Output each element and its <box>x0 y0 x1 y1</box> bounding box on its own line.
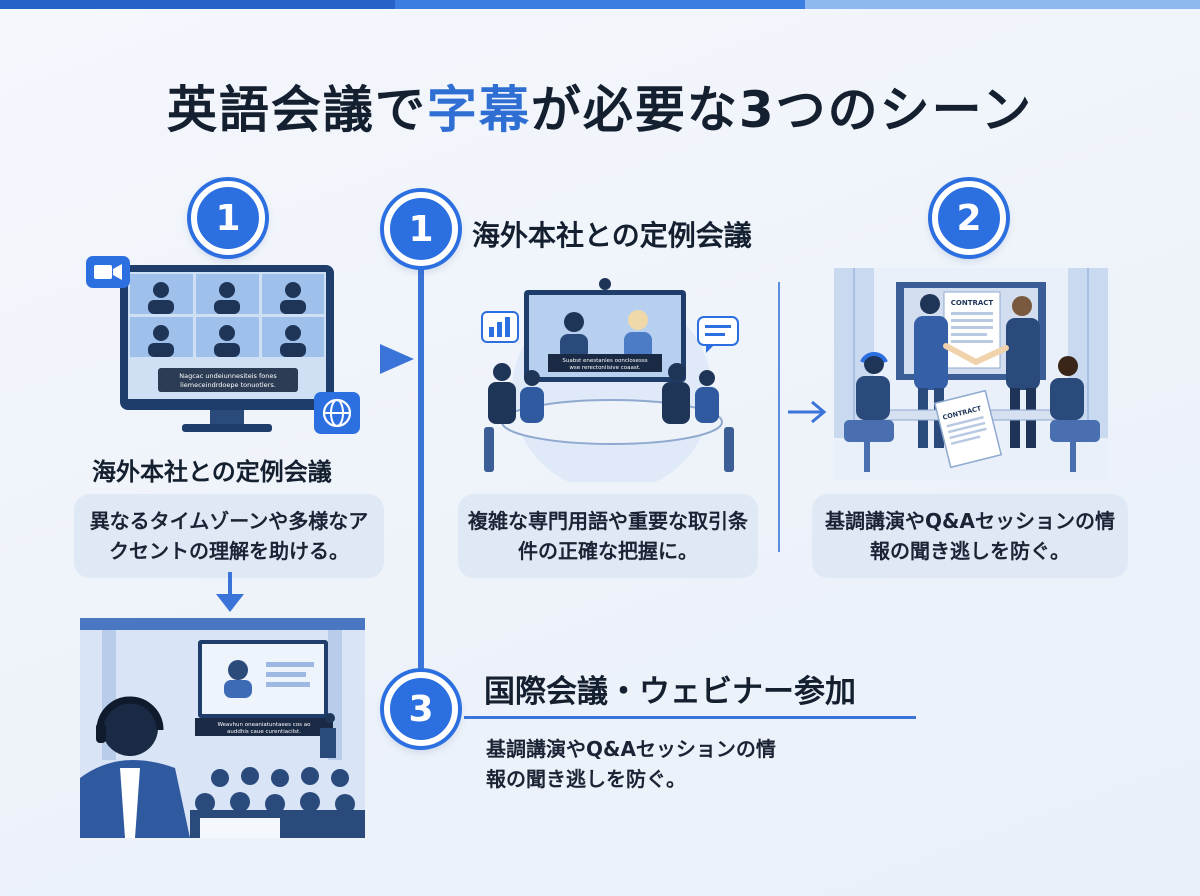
scene-1-description: 異なるタイムゾーンや多様なアクセントの理解を助ける。 <box>74 494 384 578</box>
title-part-1: 英語会議で <box>166 81 427 139</box>
scene-2-number: 1 <box>408 208 434 250</box>
video-camera-icon <box>86 256 130 288</box>
scene-3-number-badge: 2 <box>932 181 1006 255</box>
title-highlight: 字幕 <box>426 81 531 139</box>
scene-3-description: 基調講演やQ&Aセッションの情報の聞き逃しを防ぐ。 <box>812 494 1128 578</box>
scene-4-number: 3 <box>408 688 434 730</box>
scene-4-description: 基調講演やQ&Aセッションの情報の聞き逃しを防ぐ。 <box>486 737 776 791</box>
contract-icon: CONTRACT <box>933 389 1003 469</box>
down-arrow-icon <box>216 572 244 612</box>
top-accent-bar <box>0 0 1200 9</box>
accent-bar-segment-3 <box>805 0 1200 9</box>
bar-chart-icon <box>481 311 519 343</box>
contract-signing-illustration: CONTRACT CONTRACT <box>834 268 1108 480</box>
svg-text:auddhis caue curentiacilst.: auddhis caue curentiacilst. <box>227 729 301 735</box>
scene-4-label: 国際会議・ウェビナー参加 <box>484 674 856 710</box>
chat-bubble-icon <box>697 316 739 353</box>
scene-2-number-badge: 1 <box>384 192 458 266</box>
scene-1-number-badge: 1 <box>191 181 265 255</box>
scene-2-caption-text: Suabst enestanies oonclosesss <box>562 358 647 364</box>
right-arrow-icon <box>788 400 827 424</box>
scene-1-caption-text: Nagcac undeiunnesiteis fones <box>179 372 277 380</box>
right-pointer-arrow-icon <box>380 344 414 374</box>
scene-2-label: 海外本社との定例会議 <box>472 219 752 252</box>
scene-1-label: 海外本社との定例会議 <box>92 458 332 486</box>
scene-4-underline <box>464 716 916 719</box>
timeline-vertical-line <box>418 262 424 670</box>
column-separator-line <box>778 282 780 552</box>
scene-3-caption-text: Weavhun oneaniatuntaees cos ao <box>217 722 311 728</box>
contract-board-title: CONTRACT <box>951 299 994 307</box>
meeting-room-illustration: Suabst enestanies oonclosesss wse rerect… <box>481 278 739 482</box>
title-part-2: が必要な3つのシーン <box>530 81 1034 139</box>
video-call-monitor-illustration: Nagcac undeiunnesiteis fones liemeceindr… <box>86 256 360 434</box>
scene-1-number: 1 <box>215 197 241 239</box>
scene-3-number: 2 <box>956 197 982 239</box>
conference-audience-illustration: Weavhun oneaniatuntaees cos ao auddhis c… <box>80 618 365 838</box>
scene-2-description: 複雑な専門用語や重要な取引条件の正確な把握に。 <box>458 494 758 578</box>
svg-text:liemeceindrdoepe tonuotlers.: liemeceindrdoepe tonuotlers. <box>180 381 276 389</box>
scene-4-number-badge: 3 <box>384 672 458 746</box>
globe-icon <box>314 392 360 434</box>
accent-bar-segment-1 <box>0 0 395 9</box>
accent-bar-segment-2 <box>395 0 805 9</box>
svg-text:wse rerectoniisive coaast.: wse rerectoniisive coaast. <box>569 365 641 371</box>
page-title: 英語会議で字幕が必要な3つのシーン <box>0 70 1200 142</box>
